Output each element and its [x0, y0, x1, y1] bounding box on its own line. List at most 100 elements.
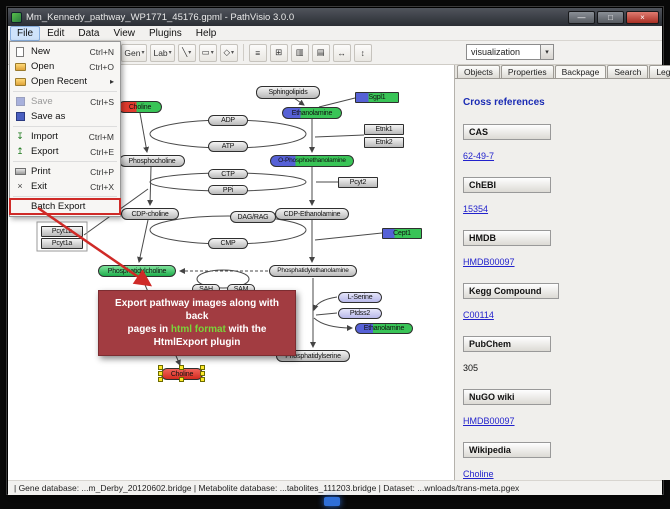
menu-separator: [13, 91, 117, 92]
pathway-node[interactable]: Pcyt2: [338, 177, 378, 188]
menu-shortcut: Ctrl+E: [90, 146, 114, 157]
menu-item-open-recent[interactable]: Open Recent ▸: [10, 74, 120, 89]
menu-item-export[interactable]: ↥ Export Ctrl+E: [10, 144, 120, 159]
menu-item-label: Batch Export: [31, 201, 86, 212]
selection-handle[interactable]: [158, 365, 163, 370]
common-width-button[interactable]: ↔: [332, 43, 351, 62]
menu-edit[interactable]: Edit: [47, 27, 65, 39]
side-panel-tabs: Objects Properties Backpage Search Legen…: [455, 65, 670, 79]
exit-icon: ×: [17, 181, 23, 191]
common-height-button[interactable]: ↕: [353, 43, 372, 62]
xref-source-label: CAS: [463, 124, 551, 140]
pathway-node[interactable]: CTP: [208, 169, 248, 179]
template-tool-button[interactable]: ◇▾: [219, 43, 238, 62]
menu-item-save-as[interactable]: Save as: [10, 109, 120, 124]
pathway-node[interactable]: L-Serine: [338, 292, 382, 303]
xref-link[interactable]: HMDB00097: [463, 257, 515, 267]
line-tool-button[interactable]: ╲▾: [177, 43, 196, 62]
pathway-node[interactable]: Sgpl1: [355, 92, 399, 103]
menu-item-label: Open: [31, 61, 55, 72]
submenu-arrow-icon: ▸: [109, 77, 114, 86]
menu-shortcut: Ctrl+P: [90, 166, 114, 177]
pathway-node[interactable]: Etnk2: [364, 137, 404, 148]
menu-file[interactable]: File: [10, 25, 41, 41]
pathway-node[interactable]: Ethanolamine: [282, 107, 342, 119]
tab-properties[interactable]: Properties: [500, 65, 554, 78]
menu-item-open[interactable]: Open Ctrl+O: [10, 59, 120, 74]
pathway-node[interactable]: PPi: [208, 185, 248, 195]
callout-text: HtmlExport plugin: [153, 337, 241, 348]
datanode-tool-button[interactable]: Gen▾: [121, 43, 148, 62]
xref-link[interactable]: Choline: [463, 469, 494, 479]
tab-objects[interactable]: Objects: [457, 65, 500, 78]
tab-backpage[interactable]: Backpage: [554, 65, 607, 78]
pathway-node[interactable]: O-Phosphoethanolamine: [270, 155, 354, 167]
menu-item-label: Save: [31, 96, 53, 107]
menu-data[interactable]: Data: [78, 27, 100, 39]
xref-link[interactable]: 62-49-7: [463, 151, 495, 161]
pathvisio-app-icon: [11, 11, 22, 23]
datanode-icon: Gen: [124, 47, 141, 58]
pathway-node[interactable]: Phosphatidylethanolamine: [269, 265, 357, 277]
xref-link[interactable]: HMDB00097: [463, 416, 515, 426]
menu-help[interactable]: Help: [195, 27, 217, 39]
selection-handle[interactable]: [200, 377, 205, 382]
tab-search[interactable]: Search: [607, 65, 649, 78]
menu-view[interactable]: View: [113, 27, 135, 39]
pathway-node[interactable]: Cept1: [382, 228, 422, 239]
file-menu: New Ctrl+N Open Ctrl+O Open Recent ▸ Sav…: [9, 41, 121, 217]
menu-item-print[interactable]: Print Ctrl+P: [10, 164, 120, 179]
pathway-node[interactable]: CMP: [208, 238, 248, 249]
pathway-node[interactable]: Ptdss2: [338, 308, 382, 319]
pathway-node[interactable]: DAG/RAG: [230, 211, 276, 223]
stack-vertical-button[interactable]: ▤: [311, 43, 330, 62]
tab-legend[interactable]: Legend: [649, 65, 670, 78]
pathway-node[interactable]: Sphingolipids: [256, 86, 320, 99]
pathway-node[interactable]: ADP: [208, 115, 248, 126]
chevron-down-icon[interactable]: ▾: [540, 45, 553, 59]
align-button[interactable]: ≡: [248, 43, 267, 62]
distribute-button[interactable]: ⊞: [269, 43, 288, 62]
pathway-node[interactable]: CDP-Ethanolamine: [275, 208, 349, 220]
pathway-node[interactable]: Phosphatidylcholine: [98, 265, 176, 277]
pathway-node[interactable]: Choline: [118, 101, 162, 113]
menu-item-label: Open Recent: [31, 76, 87, 87]
selection-handle[interactable]: [200, 365, 205, 370]
stack-horizontal-button[interactable]: ▥: [290, 43, 309, 62]
xref-link[interactable]: C00114: [463, 310, 494, 320]
menu-item-save: Save Ctrl+S: [10, 94, 120, 109]
pathway-node[interactable]: ATP: [208, 141, 248, 152]
minimize-button[interactable]: —: [568, 10, 595, 24]
pathway-node[interactable]: CDP-choline: [121, 208, 179, 220]
save-icon: [15, 97, 25, 106]
shape-tool-button[interactable]: ▭▾: [198, 43, 217, 62]
selection-handle[interactable]: [158, 371, 163, 376]
callout-text: pages in: [127, 324, 171, 335]
close-button[interactable]: ×: [626, 10, 659, 24]
selection-handle[interactable]: [179, 365, 184, 370]
stack-horizontal-icon: ▥: [295, 47, 304, 57]
menu-plugins[interactable]: Plugins: [148, 27, 182, 39]
label-tool-button[interactable]: Lab▾: [150, 43, 175, 62]
menu-item-exit[interactable]: × Exit Ctrl+X: [10, 179, 120, 194]
maximize-button[interactable]: □: [597, 10, 624, 24]
pathway-node[interactable]: Pcyt1b: [41, 226, 83, 237]
menu-item-import[interactable]: ↧ Import Ctrl+M: [10, 129, 120, 144]
pathway-node[interactable]: Ethanolamine: [355, 323, 413, 334]
menu-item-new[interactable]: New Ctrl+N: [10, 44, 120, 59]
export-icon: ↥: [16, 146, 24, 156]
selection-handle[interactable]: [179, 377, 184, 382]
menu-item-batch-export[interactable]: Batch Export: [9, 198, 121, 215]
pathway-node[interactable]: Phosphocholine: [119, 155, 185, 167]
pathway-node[interactable]: Etnk1: [364, 124, 404, 135]
xref-link[interactable]: 15354: [463, 204, 489, 214]
selection-handle[interactable]: [200, 371, 205, 376]
pathway-node[interactable]: Pcyt1a: [41, 238, 83, 249]
chevron-down-icon: ▾: [141, 50, 145, 56]
selection-handle[interactable]: [158, 377, 163, 382]
visualization-combobox[interactable]: visualization ▾: [466, 44, 554, 60]
menu-shortcut: Ctrl+X: [90, 181, 114, 192]
xref-section-cas: CAS 62-49-7: [463, 124, 670, 164]
side-panel: Objects Properties Backpage Search Legen…: [455, 65, 670, 480]
